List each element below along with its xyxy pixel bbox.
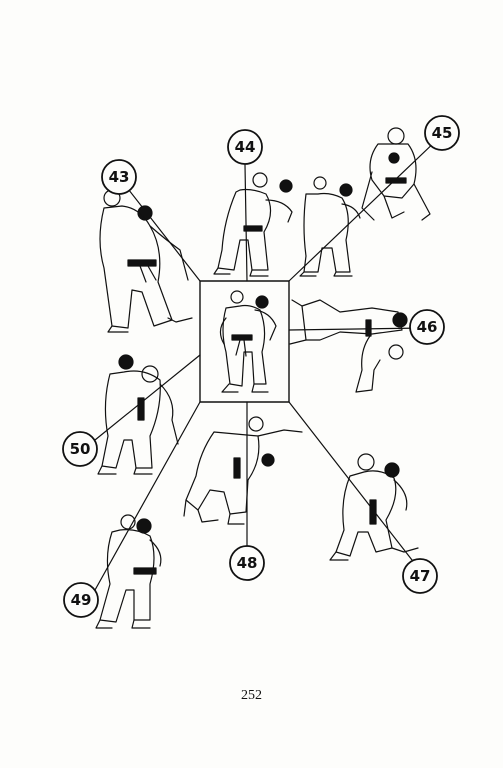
- technique-number-45: 45: [432, 124, 453, 142]
- throw-figure-43: [99, 189, 193, 333]
- technique-number-49: 49: [71, 591, 92, 609]
- throw-figure-44: [213, 172, 293, 277]
- label-circle-47: [402, 558, 438, 594]
- connector-50: [94, 354, 201, 441]
- technique-number-48: 48: [237, 554, 258, 572]
- throw-figure-47: [329, 453, 419, 561]
- technique-number-46: 46: [417, 318, 438, 336]
- center-judoka-pair: [219, 290, 277, 393]
- throw-figure-50: [97, 354, 179, 475]
- technique-number-50: 50: [70, 440, 91, 458]
- center-frame: [199, 280, 290, 403]
- label-circle-50: [62, 431, 98, 467]
- throw-figure-45: [361, 127, 431, 221]
- connector-44: [244, 164, 248, 282]
- label-circle-49: [63, 582, 99, 618]
- connector-43: [124, 184, 201, 282]
- connector-46: [288, 327, 426, 331]
- throw-figure-48: [183, 416, 303, 525]
- connector-45: [288, 136, 441, 282]
- technique-number-44: 44: [235, 138, 256, 156]
- connector-49: [94, 401, 201, 591]
- technique-number-47: 47: [410, 567, 431, 585]
- label-circle-43: [101, 159, 137, 195]
- connector-47: [288, 401, 413, 561]
- label-circle-44: [227, 129, 263, 165]
- page-number: 252: [241, 688, 262, 703]
- technique-number-43: 43: [109, 168, 130, 186]
- throw-figure-49: [95, 514, 162, 629]
- label-circle-48: [229, 545, 265, 581]
- connector-lines: [94, 136, 441, 591]
- label-circle-46: [409, 309, 445, 345]
- label-circle-45: [424, 115, 460, 151]
- throw-figure-46: [289, 299, 408, 393]
- throw-figure-44-b: [299, 176, 361, 277]
